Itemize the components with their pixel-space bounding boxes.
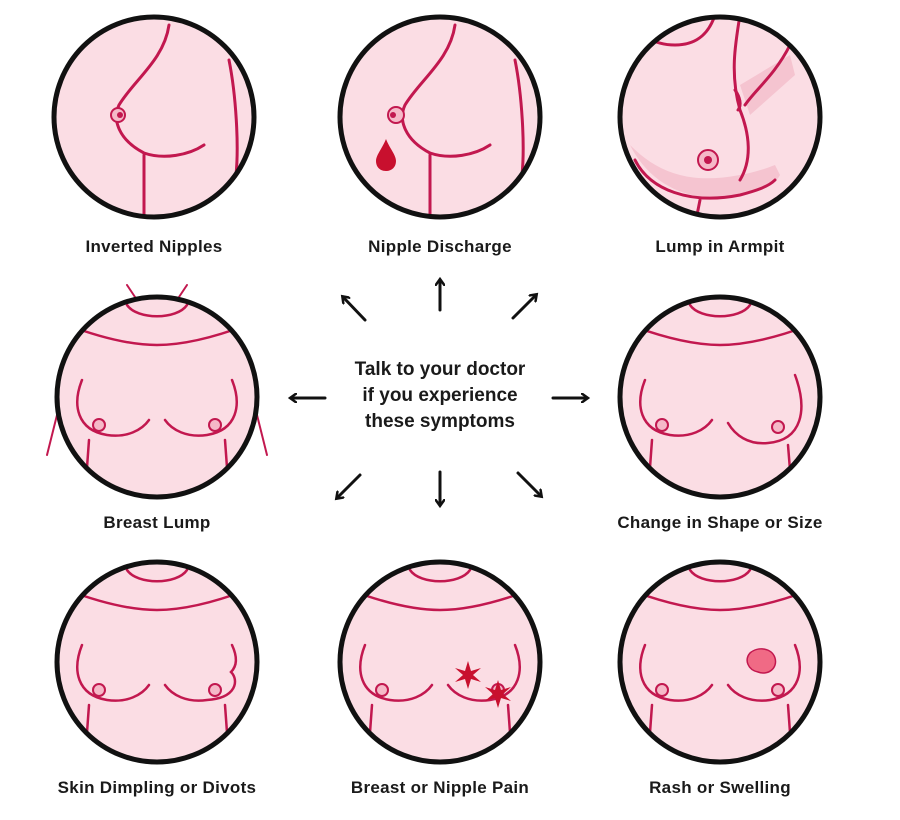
symptom-pain: Breast or Nipple Pain [310, 550, 570, 810]
center-message-line: Talk to your doctor [354, 359, 526, 380]
symptom-label: Lump in Armpit [655, 237, 785, 256]
armpit-lump-illustration [617, 14, 823, 220]
symptom-label: Change in Shape or Size [617, 513, 823, 532]
rash-illustration [617, 559, 823, 765]
nipple-discharge-illustration [337, 14, 543, 220]
center-message-line: if you experience [362, 385, 518, 406]
symptom-skin-dimpling: Skin Dimpling or Divots [27, 550, 287, 810]
arrow-up-left [343, 297, 367, 322]
discharge-drop-icon [376, 139, 396, 171]
pain-illustration [337, 559, 543, 765]
center-message-line: these symptoms [365, 411, 515, 432]
center-message: Talk to your doctor if you experience th… [315, 357, 565, 435]
symptom-label: Skin Dimpling or Divots [57, 778, 257, 797]
symptom-label: Inverted Nipples [85, 237, 223, 256]
pain-star-icon [485, 680, 511, 708]
arrow-down-right [516, 471, 541, 496]
symptom-label: Breast or Nipple Pain [350, 778, 530, 797]
symptom-label: Breast Lump [103, 513, 211, 532]
rash-patch-icon [746, 648, 777, 674]
skin-dimpling-illustration [54, 559, 260, 765]
symptom-label: Rash or Swelling [649, 778, 791, 797]
arrow-up-right [511, 295, 536, 320]
symptom-lump-in-armpit: Lump in Armpit [590, 14, 850, 265]
symptom-rash: Rash or Swelling [590, 550, 850, 810]
pain-star-icon [455, 661, 481, 689]
breast-lump-illustration [46, 284, 268, 500]
symptom-nipple-discharge: Nipple Discharge [310, 14, 570, 265]
shape-change-illustration [617, 294, 823, 500]
symptom-label: Nipple Discharge [368, 237, 512, 256]
symptom-inverted-nipples: Inverted Nipples [24, 14, 284, 265]
arrow-down-left [337, 473, 362, 498]
inverted-nipple-illustration [51, 14, 257, 220]
symptom-change-in-shape: Change in Shape or Size [590, 285, 850, 535]
symptom-breast-lump: Breast Lump [27, 284, 287, 535]
